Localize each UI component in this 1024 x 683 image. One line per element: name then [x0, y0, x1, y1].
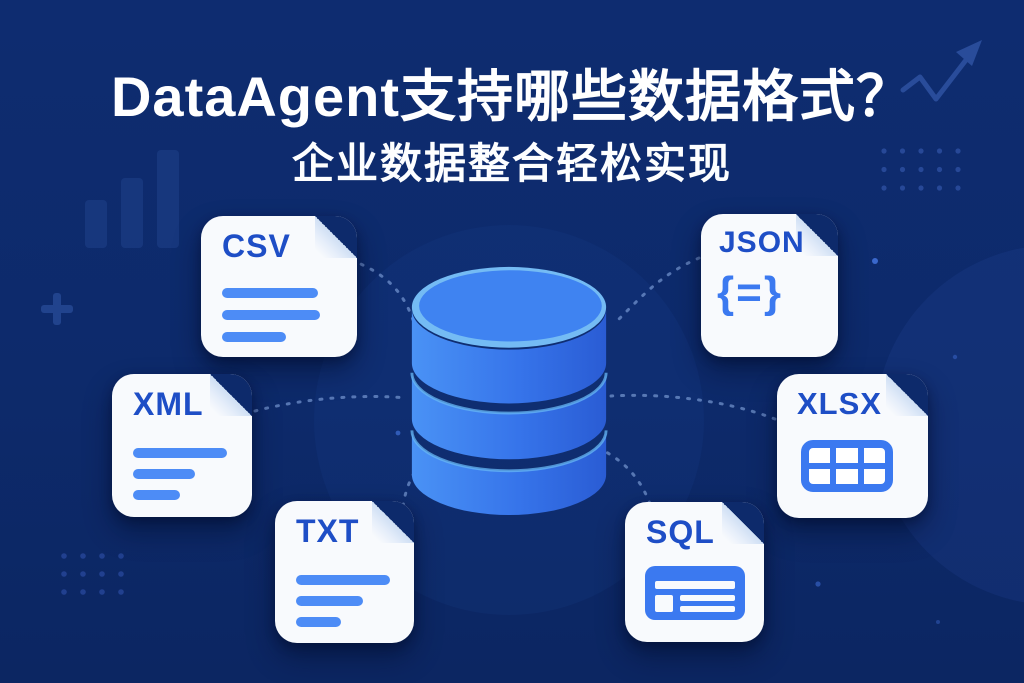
- card-txt: TXT: [275, 501, 414, 643]
- decor-dot: [118, 589, 124, 595]
- decor-dot: [80, 589, 86, 595]
- decor-dot: [918, 166, 924, 173]
- decor-dot: [955, 166, 961, 173]
- folded-corner-icon: [372, 501, 414, 543]
- connector-xml: [253, 395, 409, 413]
- decor-dot: [99, 553, 105, 559]
- folded-corner-icon: [796, 214, 838, 256]
- curly-braces-icon: {=}: [717, 268, 783, 317]
- connector-sql: [604, 450, 652, 506]
- database-icon: [409, 265, 609, 515]
- plus-icon: [41, 293, 73, 325]
- connector-csv: [349, 258, 415, 322]
- scatter-dots: [395, 258, 958, 624]
- dot-grid-bottom-left: [61, 553, 124, 595]
- bar-chart-decoration: [85, 150, 179, 248]
- decor-dot: [936, 185, 943, 191]
- card-csv-label: CSV: [222, 228, 291, 264]
- folded-corner-icon: [722, 502, 764, 544]
- table-rows-icon: [645, 566, 745, 620]
- folded-corner-icon: [886, 374, 928, 416]
- card-sql: SQL: [625, 502, 764, 642]
- decor-dot: [918, 185, 924, 191]
- card-txt-label: TXT: [296, 513, 360, 549]
- trend-arrow-icon: [900, 40, 982, 102]
- decor-dot: [936, 166, 943, 173]
- decor-dot: [118, 571, 124, 577]
- decor-dot: [881, 166, 887, 173]
- decor-dot: [955, 148, 961, 154]
- card-sql-label: SQL: [646, 514, 715, 550]
- card-xml-label: XML: [133, 386, 204, 422]
- decor-dot: [936, 148, 943, 154]
- card-json-label: JSON: [719, 226, 805, 259]
- card-xlsx: XLSX: [777, 374, 928, 518]
- folded-corner-icon: [210, 374, 252, 416]
- decor-dot: [61, 553, 67, 559]
- decor-dot: [80, 571, 86, 577]
- decor-dot: [80, 553, 86, 559]
- card-csv: CSV: [201, 216, 357, 357]
- connector-json: [616, 256, 701, 322]
- decor-dot: [61, 571, 67, 577]
- decor-dot: [899, 185, 906, 191]
- decor-dot: [99, 571, 105, 577]
- page-subtitle: 企业数据整合轻松实现: [291, 140, 732, 187]
- card-json: JSON {=}: [701, 214, 838, 357]
- decor-dot: [899, 148, 906, 154]
- page-title: DataAgent支持哪些数据格式？: [110, 65, 914, 128]
- decor-dot: [881, 148, 887, 154]
- card-xml: XML: [112, 374, 252, 517]
- table-grid-icon: [801, 440, 893, 492]
- decor-dot: [99, 589, 105, 595]
- folded-corner-icon: [315, 216, 357, 258]
- decor-dot: [61, 589, 67, 595]
- decor-dot: [118, 553, 124, 559]
- decor-dot: [899, 166, 906, 173]
- card-xlsx-label: XLSX: [797, 386, 882, 421]
- decor-dot: [881, 185, 887, 191]
- dot-grid-top-right: [881, 148, 961, 191]
- decor-dot: [918, 148, 924, 154]
- decor-dot: [955, 185, 961, 191]
